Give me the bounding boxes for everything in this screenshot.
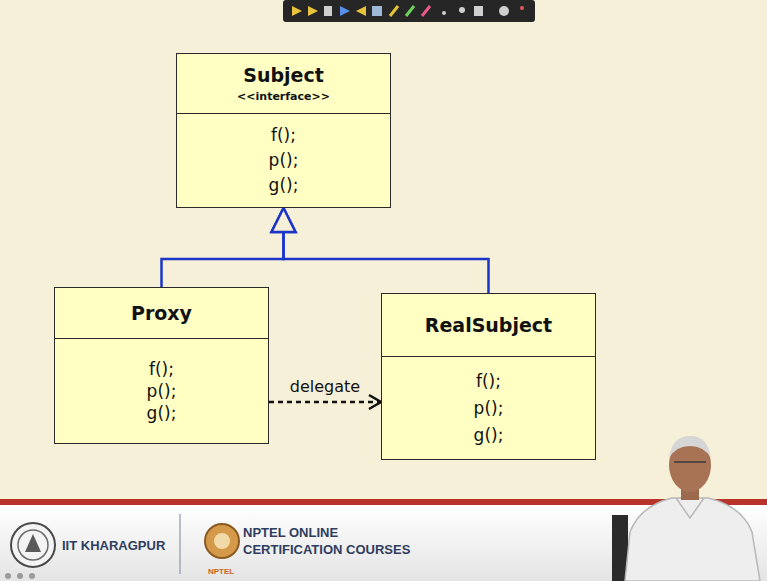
- toolbar-icon: [324, 6, 332, 16]
- class-name: Proxy: [131, 302, 192, 324]
- logo-ring: [205, 524, 239, 558]
- toolbar-icon: [356, 6, 366, 16]
- logo-emblem: [25, 534, 41, 552]
- hollow-triangle-head: [272, 208, 296, 232]
- method-list: f(); p(); g();: [474, 368, 504, 449]
- glasses: [674, 461, 706, 463]
- toolbar-icon: [340, 6, 350, 16]
- toolbar-icon: [422, 6, 430, 16]
- control-icon: [5, 573, 11, 579]
- name-compartment: Subject <<interface>>: [177, 54, 390, 114]
- toolbar-icon: [459, 7, 465, 13]
- name-compartment: Proxy: [55, 288, 268, 339]
- logo-ring: [18, 530, 48, 560]
- control-icon: [17, 573, 23, 579]
- class-box: RealSubject f(); p(); g();: [381, 293, 596, 460]
- toolbar-icon: [474, 6, 483, 16]
- institute-name: IIT KHARAGPUR: [62, 538, 165, 553]
- class-name: Subject: [243, 64, 324, 86]
- method-compartment: f(); p(); g();: [382, 357, 595, 459]
- method-list: f(); p(); g();: [147, 358, 177, 424]
- footer-separator: [179, 514, 181, 574]
- class-box: Proxy f(); p(); g();: [54, 287, 269, 444]
- toolbar-icon: [390, 6, 398, 16]
- open-arrowhead: [369, 395, 381, 409]
- realization-line: [162, 232, 284, 287]
- toolbar-icon: [308, 6, 318, 16]
- toolbar-icon: [406, 6, 414, 16]
- annotation-toolbar: [283, 0, 535, 22]
- nptel-logo: [205, 524, 239, 558]
- slide-ground: [0, 0, 767, 500]
- class-box: Subject <<interface>> f(); p(); g();: [176, 53, 391, 208]
- collar: [676, 498, 704, 518]
- footer-text: CERTIFICATION COURSES: [243, 542, 410, 557]
- method-list: f(); p(); g();: [269, 123, 299, 198]
- stereotype: <<interface>>: [237, 90, 330, 103]
- realization-line: [284, 232, 489, 293]
- logo-ring: [11, 523, 55, 567]
- hair: [669, 436, 711, 458]
- toolbar-icon: [499, 6, 509, 16]
- iit-logo: [11, 523, 55, 567]
- toolbar-icon: [442, 11, 446, 15]
- toolbar-icon: [520, 6, 524, 10]
- edge-label: delegate: [288, 377, 362, 396]
- control-icon: [29, 573, 35, 579]
- player-controls: [5, 573, 35, 579]
- method-compartment: f(); p(); g();: [55, 339, 268, 443]
- logo-center: [214, 533, 230, 549]
- name-compartment: RealSubject: [382, 294, 595, 357]
- footer-rule: [0, 499, 767, 505]
- toolbar-bar: [283, 0, 535, 22]
- footer-text: NPTEL: [208, 567, 234, 576]
- toolbar-icon: [292, 6, 302, 16]
- shirt: [625, 498, 760, 581]
- footer-text: NPTEL ONLINE: [243, 525, 338, 540]
- presenter-figure: [612, 436, 760, 581]
- method-compartment: f(); p(); g();: [177, 114, 390, 207]
- delegation-line: [269, 401, 381, 404]
- hollow-triangle-head: [272, 208, 296, 232]
- class-name: RealSubject: [425, 314, 552, 336]
- toolbar-icon: [372, 6, 382, 16]
